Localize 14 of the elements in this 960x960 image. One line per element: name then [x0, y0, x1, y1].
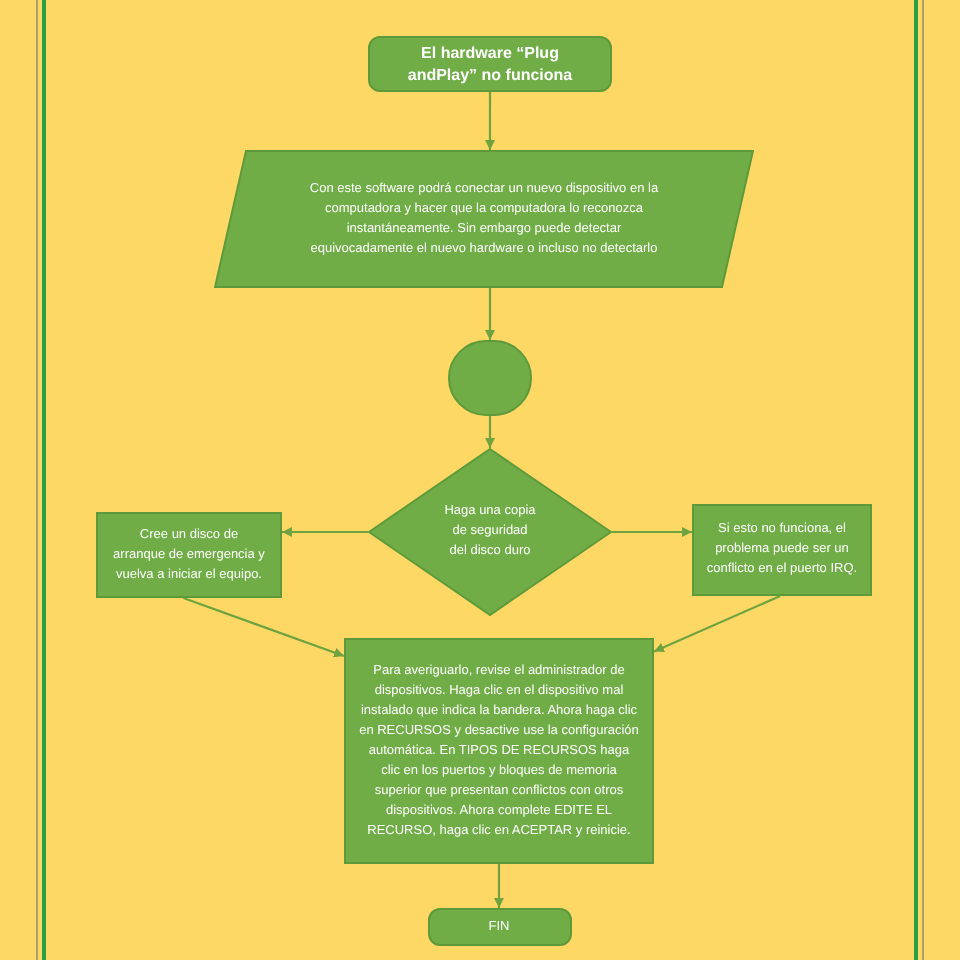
arrow: [653, 595, 781, 653]
arrow: [485, 288, 495, 340]
arrow: [612, 527, 692, 537]
terminal-box: [427, 908, 571, 946]
arrow: [485, 92, 495, 150]
arrow: [282, 527, 368, 537]
arrow: [494, 864, 504, 908]
process-box: [96, 512, 282, 598]
process-box: [692, 504, 872, 596]
terminal-box: [368, 36, 612, 92]
process-box: [344, 638, 654, 864]
arrow: [183, 596, 345, 658]
arrow: [485, 416, 495, 448]
node-text: El hardware “Plug andPlay” no funciona: [406, 42, 574, 86]
